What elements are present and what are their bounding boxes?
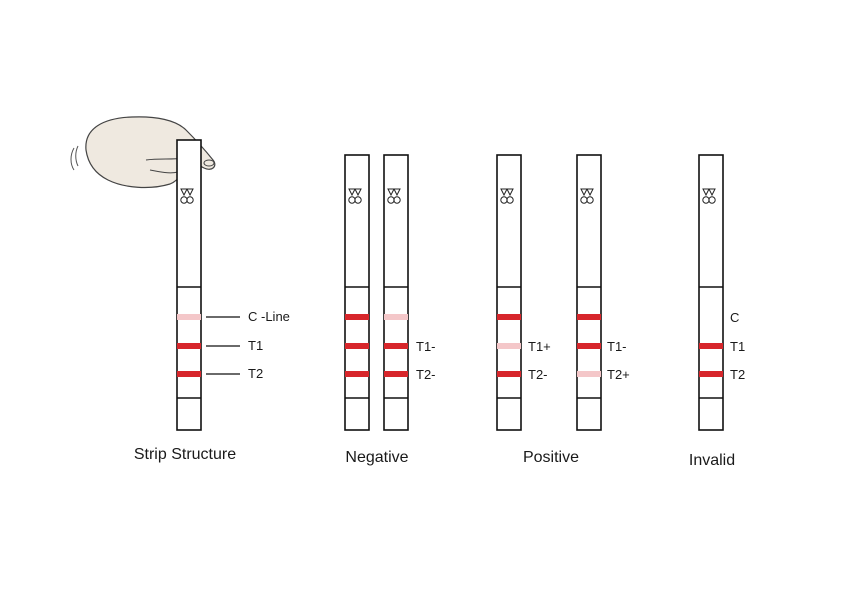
test1-band	[577, 343, 601, 349]
test1-band	[497, 343, 521, 349]
test1-band	[699, 343, 723, 349]
test1-band	[345, 343, 369, 349]
control-band	[345, 314, 369, 320]
test2-band	[497, 371, 521, 377]
strip-outline	[176, 139, 202, 431]
test2-band	[345, 371, 369, 377]
caption-invalid: Invalid	[689, 452, 735, 469]
c-label: C	[730, 310, 739, 325]
strip-outline	[344, 154, 370, 431]
caption-negative: Negative	[345, 449, 408, 466]
c-line-label: C -Line	[248, 309, 290, 324]
t1-label: T1+	[528, 339, 551, 354]
t2-label: T2	[730, 367, 745, 382]
arrow-marker-icon	[702, 188, 716, 204]
strip-outline	[383, 154, 409, 431]
strip-outline	[496, 154, 522, 431]
arrow-marker-icon	[180, 188, 194, 204]
strip-outline	[698, 154, 724, 431]
negative-strips: T1- T2- Negative	[344, 154, 436, 466]
caption-strip-structure: Strip Structure	[134, 446, 236, 463]
control-band	[177, 314, 201, 320]
negative-strip-1	[344, 154, 370, 431]
test2-band	[384, 371, 408, 377]
test1-band	[177, 343, 201, 349]
arrow-marker-icon	[387, 188, 401, 204]
test1-band	[384, 343, 408, 349]
t1-label: T1	[730, 339, 745, 354]
positive-strip-1: T1+ T2-	[496, 154, 551, 431]
arrow-marker-icon	[500, 188, 514, 204]
t1-label: T1-	[607, 339, 627, 354]
t2-label: T2-	[416, 367, 436, 382]
negative-strip-2: T1- T2-	[383, 154, 436, 431]
positive-strips: T1+ T2- T1- T2+ Positive	[496, 154, 630, 466]
strip-outline	[576, 154, 602, 431]
t2-label: T2+	[607, 367, 630, 382]
arrow-marker-icon	[580, 188, 594, 204]
caption-positive: Positive	[523, 449, 579, 466]
strip-structure: C -Line T1 T2 Strip Structure	[134, 139, 290, 463]
arrow-marker-icon	[348, 188, 362, 204]
test2-band	[177, 371, 201, 377]
t1-label: T1	[248, 338, 263, 353]
t2-label: T2-	[528, 367, 548, 382]
positive-strip-2: T1- T2+	[576, 154, 630, 431]
invalid-strips: C T1 T2 Invalid	[689, 154, 745, 469]
t1-label: T1-	[416, 339, 436, 354]
invalid-strip-1: C T1 T2	[698, 154, 745, 431]
control-band	[384, 314, 408, 320]
t2-label: T2	[248, 366, 263, 381]
test2-band	[577, 371, 601, 377]
control-band	[577, 314, 601, 320]
control-band	[497, 314, 521, 320]
test2-band	[699, 371, 723, 377]
